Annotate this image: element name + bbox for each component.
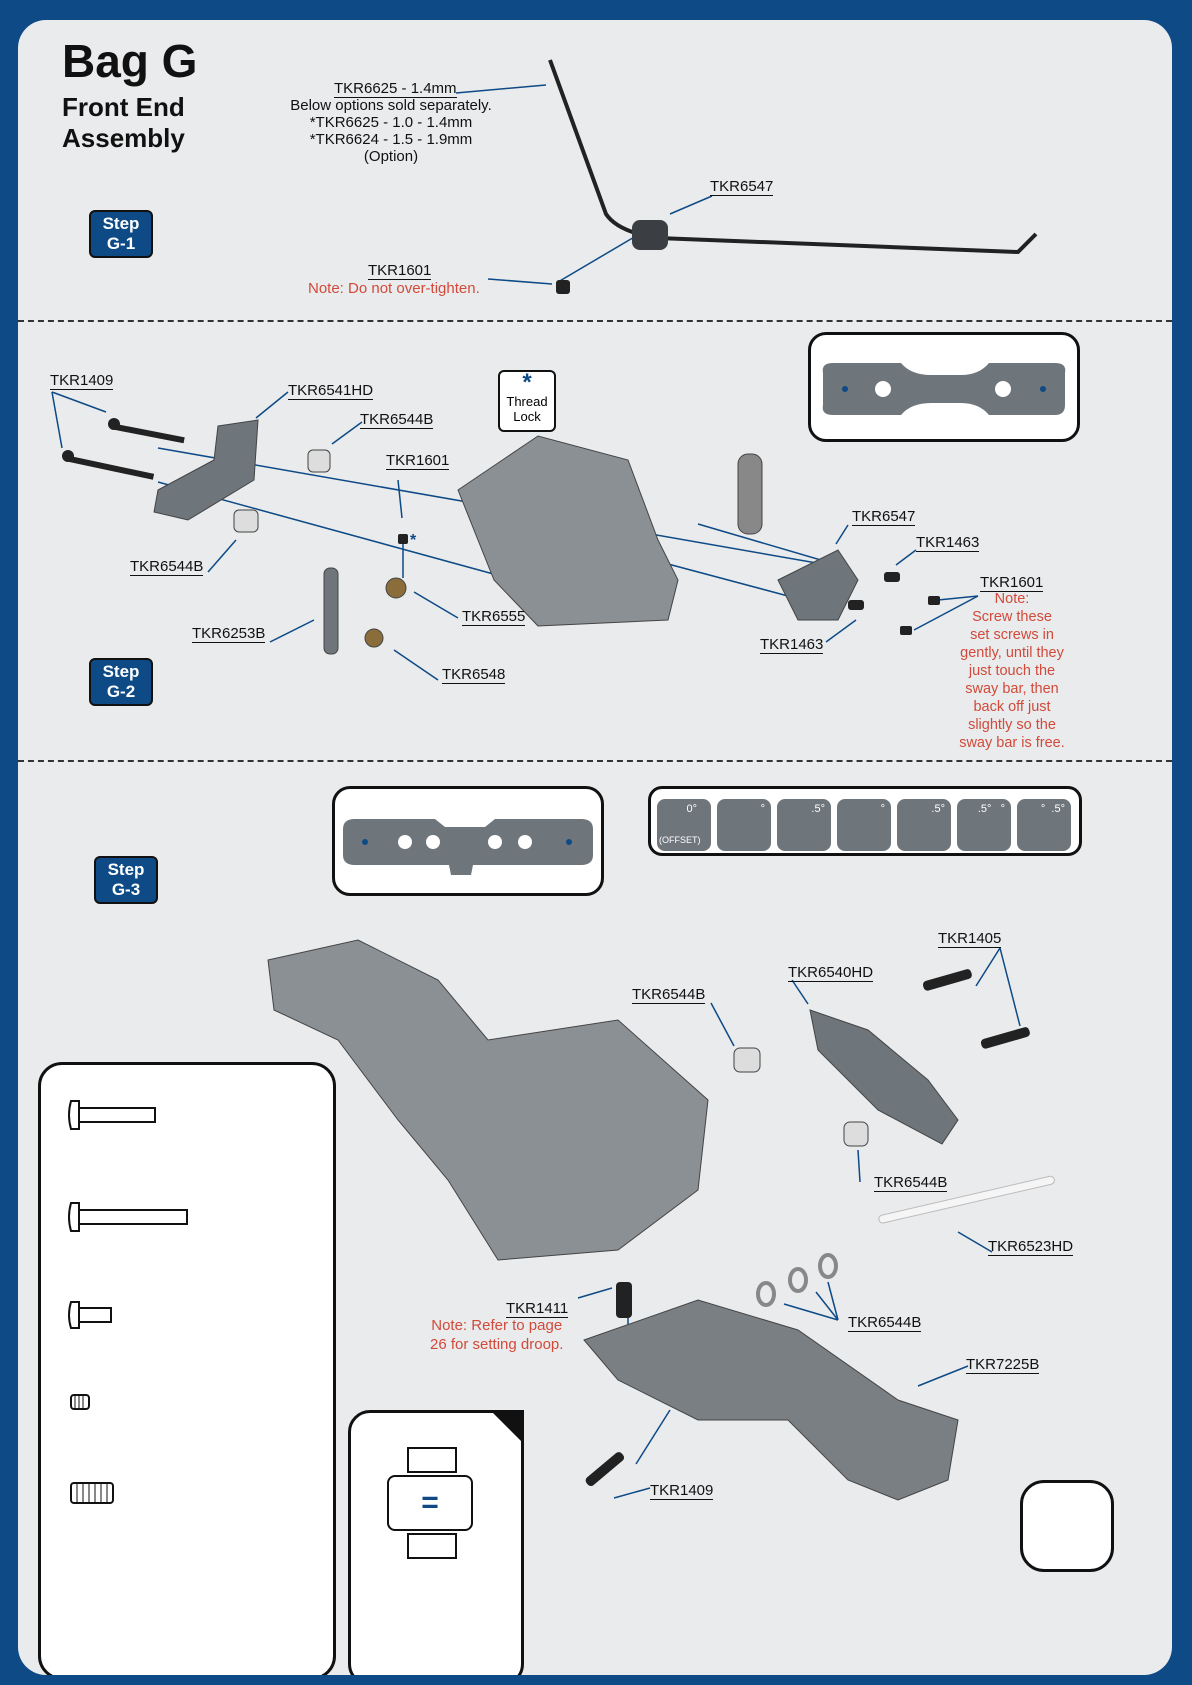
equals-sign: = [387,1475,473,1531]
thread-lock-asterisk: * [410,532,417,549]
part-label-tkr1601: TKR1601 [980,574,1044,592]
offset-label: .5° [811,803,825,815]
offset-label: ° [760,803,765,815]
step-g1-badge: Step G-1 [89,210,153,258]
part-label-tkr6540hd: TKR6540HD [788,964,874,982]
offset-label: ° [880,803,885,815]
arm-mount-inset [332,786,604,896]
part-label-tkr1463: TKR1463 [916,534,980,552]
part-label-tkr6555: TKR6555 [462,608,526,626]
scale-slot-top [407,1447,457,1473]
mount-part-label: TKR6547 [710,178,774,196]
exploded-view-illustration [51,59,1055,1501]
section-divider [18,320,1172,322]
part-label-tkr1411: TKR1411 [506,1300,569,1318]
offset-label: ° .5° [1040,803,1065,815]
thread-lock-line-2: Lock [513,409,541,424]
part-label-tkr6547: TKR6547 [852,508,916,526]
offset-label: 0° [686,803,697,815]
page-title: Bag G Front End Assembly [62,38,197,154]
thread-lock-icon: * [522,369,532,396]
offset-label: .5° ° [977,803,1005,815]
scale-slot-bottom [407,1533,457,1559]
options-line-3: *TKR6624 - 1.5 - 1.9mm [309,131,473,148]
part-label-tkr6253b: TKR6253B [192,625,266,643]
part-label-tkr6541hd: TKR6541HD [288,382,374,400]
manual-page: Bag G Front End Assembly Step G-1 Step G… [18,20,1172,1675]
section-subtitle: Front End Assembly [62,92,197,154]
subtitle-line-2: Assembly [62,123,185,154]
step-g3-badge: Step G-3 [94,856,158,904]
options-line-2: *TKR6625 - 1.0 - 1.4mm [309,114,473,131]
subtitle-line-1: Front End [62,92,185,122]
part-label-tkr1463: TKR1463 [760,636,824,654]
part-label-tkr6544b: TKR6544B [874,1174,948,1192]
options-line-4: (Option) [363,148,419,165]
step-g2-badge: Step G-2 [89,658,153,706]
section-divider [18,760,1172,762]
part-label-tkr6544b: TKR6544B [632,986,706,1004]
offset-option-3: ° [837,799,891,851]
bag-title: Bag G [62,35,198,87]
part-label-tkr1409: TKR1409 [650,1482,714,1500]
offset-option-5: .5° ° [957,799,1011,851]
part-label-tkr6523hd: TKR6523HD [988,1238,1074,1256]
mount-inset-illustration [822,363,1066,415]
part-label-tkr6544b: TKR6544B [848,1314,922,1332]
swaybar-options: Below options sold separately. *TKR6625 … [280,97,502,165]
offset-option-1: ° [717,799,771,851]
thread-lock-line-1: Thread [506,394,548,409]
mount-inset [808,332,1080,442]
part-label-tkr1405: TKR1405 [938,930,1002,948]
part-label-tkr6544b: TKR6544B [130,558,204,576]
offset-label: .5° [931,803,945,815]
swaybar-part-label: TKR6625 - 1.4mm [334,80,457,98]
arm-mount-inset-illustration [343,819,593,875]
hardware-legend-illustration [68,1100,188,1504]
options-line-1: Below options sold separately. [290,97,492,114]
scale-reference: = [348,1410,524,1675]
part-label-tkr1601: TKR1601 [386,452,450,470]
part-label-tkr1409: TKR1409 [50,372,114,390]
offset-option-0: 0° (OFFSET) [657,799,711,851]
part-label-tkr6548: TKR6548 [442,666,506,684]
setscrew-part-label: TKR1601 [368,262,432,280]
part-label-tkr7225b: TKR7225B [966,1356,1040,1374]
thread-lock-callout: * Thread Lock [498,370,556,432]
setscrew-adjust-note: Note: Screw these set screws in gently, … [959,591,1065,751]
setscrew-note: Note: Do not over-tighten. [308,280,480,297]
page-number-box [1020,1480,1114,1572]
hardware-legend [38,1062,336,1675]
part-label-tkr6544b: TKR6544B [360,411,434,429]
scale-corner-marker [490,1410,524,1444]
offset-sublabel: (OFFSET) [659,835,701,845]
offset-option-4: .5° [897,799,951,851]
droop-note: Note: Refer to page 26 for setting droop… [430,1317,564,1353]
offset-option-6: ° .5° [1017,799,1071,851]
offset-options-panel: 0° (OFFSET) ° .5° ° .5° .5° ° ° .5° [648,786,1082,856]
offset-option-2: .5° [777,799,831,851]
